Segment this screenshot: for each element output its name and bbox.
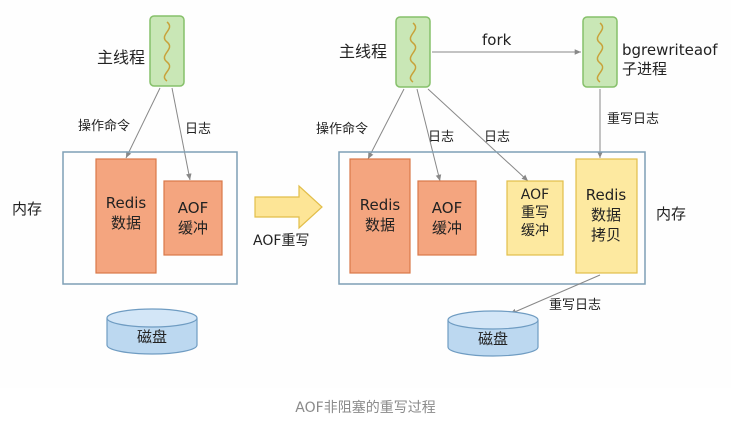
left-redis-data-line2: 数据 (111, 214, 141, 232)
left-main-thread-icon (149, 15, 185, 87)
right-memory-box (338, 151, 646, 285)
right-main-thread-label: 主线程 (339, 42, 387, 61)
transition-label: AOF重写 (253, 233, 309, 249)
left-aof-buffer-box (163, 180, 223, 256)
right-redis-data-box (349, 158, 411, 274)
redis-data-copy-box (575, 158, 638, 274)
right-diagram: 主线程 fork bgrewriteaof 子进程 操作命令 日志 日志 重写日… (316, 16, 718, 357)
diagram-canvas: 主线程 操作命令 日志 内存 Redis 数据 AOF 缓冲 磁盘 (12, 15, 718, 357)
redis-data-copy-line1: Redis (586, 186, 627, 204)
right-aof-buffer-line1: AOF (432, 199, 462, 217)
right-memory-label: 内存 (656, 205, 686, 223)
left-op-command-label: 操作命令 (78, 118, 130, 134)
rewrite-log-bottom-label: 重写日志 (549, 297, 601, 313)
fork-label: fork (482, 31, 512, 49)
left-memory-label: 内存 (12, 200, 42, 218)
right-aof-buffer-box (417, 180, 477, 256)
right-redis-data-line2: 数据 (365, 216, 395, 234)
aof-rewrite-buffer-line2: 重写 (521, 205, 549, 221)
right-log-arrow-2 (427, 88, 529, 182)
child-process-name: bgrewriteaof (622, 41, 718, 59)
left-op-command-arrow (125, 87, 161, 159)
redis-data-copy-line2: 数据 (591, 206, 621, 224)
right-op-command-label: 操作命令 (316, 121, 368, 137)
right-redis-data-line1: Redis (360, 196, 401, 214)
right-disk-label: 磁盘 (478, 330, 508, 348)
redis-data-copy-line3: 拷贝 (591, 226, 621, 244)
right-log-label-2: 日志 (484, 130, 510, 145)
right-op-command-arrow (367, 88, 405, 160)
child-process-icon (582, 16, 618, 88)
left-aof-buffer-line1: AOF (178, 199, 208, 217)
aof-rewrite-buffer-line3: 缓冲 (521, 223, 549, 239)
child-process-label: 子进程 (622, 60, 667, 78)
left-main-thread-label: 主线程 (97, 48, 145, 67)
left-redis-data-line1: Redis (106, 194, 147, 212)
right-log-label-1: 日志 (428, 130, 454, 145)
right-log-arrow-1 (416, 88, 442, 182)
left-disk-icon (106, 308, 198, 355)
left-redis-data-box (95, 158, 157, 274)
right-main-thread-icon (395, 16, 431, 88)
figure-caption: AOF非阻塞的重写过程 (295, 400, 436, 416)
right-aof-buffer-line2: 缓冲 (432, 219, 462, 237)
left-disk-label: 磁盘 (137, 328, 167, 346)
right-disk-icon (447, 310, 539, 357)
aof-rewrite-buffer-line1: AOF (521, 187, 549, 203)
transition-arrow (254, 184, 323, 230)
left-log-label: 日志 (185, 122, 211, 137)
rewrite-log-bottom-arrow (509, 274, 601, 315)
left-memory-box (62, 151, 238, 285)
left-diagram: 主线程 操作命令 日志 内存 Redis 数据 AOF 缓冲 磁盘 (12, 15, 238, 355)
rewrite-log-top-label: 重写日志 (607, 111, 659, 127)
aof-rewrite-buffer-box (506, 180, 564, 256)
left-aof-buffer-line2: 缓冲 (178, 219, 208, 237)
left-log-arrow (171, 87, 192, 181)
